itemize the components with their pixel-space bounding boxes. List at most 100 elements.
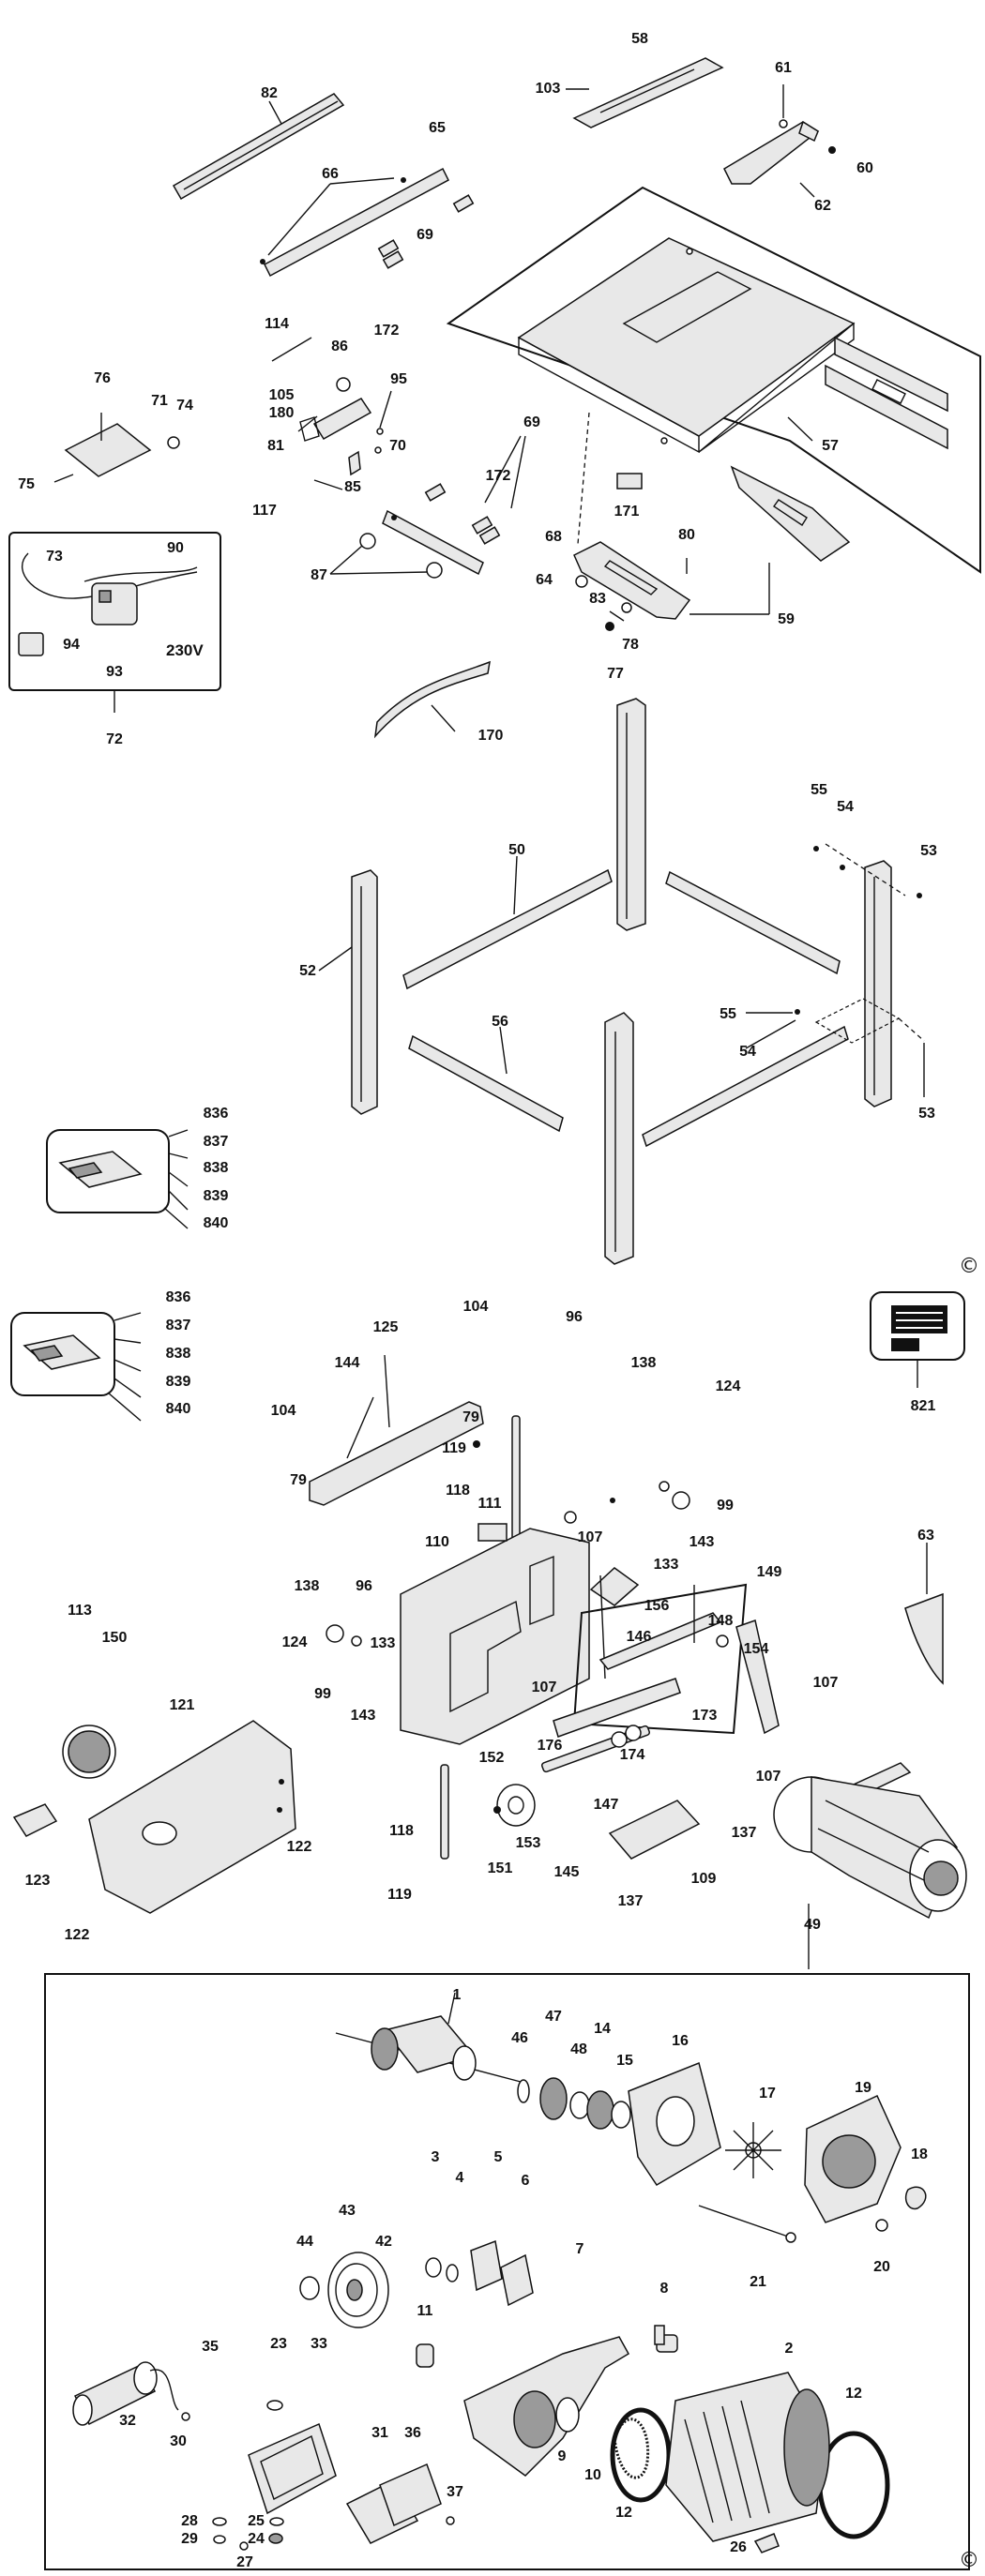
callout-32: 32: [119, 2413, 136, 2429]
callout-73: 73: [46, 549, 63, 565]
callout-29: 29: [181, 2531, 198, 2547]
callout-118b: 118: [389, 1823, 414, 1839]
part-110-plate: [400, 1528, 590, 1745]
callout-70: 70: [389, 438, 406, 454]
callout-133b: 133: [370, 1635, 396, 1651]
callout-156: 156: [644, 1598, 670, 1614]
callout-46: 46: [511, 2030, 528, 2046]
callout-7: 7: [575, 2241, 584, 2257]
part-70-rail: [382, 509, 484, 576]
callout-53a: 53: [920, 843, 937, 859]
callout-124a: 124: [715, 1378, 741, 1394]
callout-86: 86: [331, 339, 348, 354]
callout-27: 27: [236, 2554, 253, 2570]
callout-58: 58: [631, 31, 648, 47]
callout-12a: 12: [615, 2505, 632, 2521]
motor-assembly: [773, 1762, 967, 1920]
callout-17: 17: [759, 2086, 776, 2101]
callout-60: 60: [856, 160, 873, 176]
callout-42: 42: [375, 2234, 392, 2250]
callout-55a: 55: [811, 782, 827, 798]
callout-119a: 119: [442, 1440, 466, 1456]
callout-53b: 53: [918, 1106, 935, 1122]
callout-840b: 840: [165, 1401, 191, 1417]
callout-81: 81: [267, 438, 284, 454]
callout-12b: 12: [845, 2386, 862, 2402]
callout-47: 47: [545, 2009, 562, 2025]
callout-137b: 137: [617, 1893, 644, 1909]
callout-9: 9: [557, 2448, 567, 2464]
callout-153: 153: [515, 1835, 541, 1851]
part-33-terminal-box: [248, 2422, 337, 2515]
callout-104a: 104: [462, 1299, 489, 1315]
part-94-part: [18, 632, 44, 656]
callout-122b: 122: [64, 1927, 90, 1943]
callout-56: 56: [492, 1014, 508, 1030]
callout-107c: 107: [531, 1680, 557, 1695]
callout-133a: 133: [653, 1557, 679, 1573]
callout-96b: 96: [356, 1578, 372, 1594]
part-68-rail: [573, 541, 691, 631]
callout-24: 24: [248, 2531, 265, 2547]
callout-64: 64: [536, 572, 553, 588]
callout-82: 82: [261, 85, 278, 101]
part-57-table-panel: [446, 186, 981, 574]
callout-172a: 172: [373, 323, 400, 339]
callout-152: 152: [478, 1750, 505, 1766]
part-82-extrusion: [172, 93, 345, 201]
callout-174: 174: [619, 1747, 645, 1763]
callout-113: 113: [68, 1603, 92, 1619]
callout-85: 85: [344, 479, 361, 495]
callout-54b: 54: [739, 1044, 756, 1060]
callout-111: 111: [477, 1496, 502, 1512]
callout-114: 114: [265, 316, 289, 332]
callout-104b: 104: [270, 1403, 296, 1419]
part-65-bar: [260, 167, 449, 278]
callout-836a: 836: [203, 1106, 229, 1122]
callout-11: 11: [417, 2303, 433, 2319]
callout-3: 3: [431, 2149, 440, 2165]
callout-83: 83: [589, 591, 606, 607]
callout-66: 66: [322, 166, 339, 182]
part-32-capacitor: [72, 2361, 179, 2426]
callout-118a: 118: [446, 1483, 470, 1499]
part-58-rail: [572, 57, 724, 128]
callout-150: 150: [101, 1630, 128, 1646]
part-59-rail: [730, 465, 851, 562]
callout-69b: 69: [523, 414, 540, 430]
callout-18: 18: [911, 2147, 928, 2162]
callout-836b: 836: [165, 1289, 191, 1305]
callout-138b: 138: [294, 1578, 320, 1594]
callout-838b: 838: [165, 1346, 191, 1362]
callout-72: 72: [106, 731, 123, 747]
callout-63: 63: [917, 1528, 934, 1544]
callout-71: 71: [151, 393, 168, 409]
callout-122a: 122: [286, 1839, 312, 1855]
part-109-plate: [608, 1800, 701, 1860]
callout-99a: 99: [717, 1498, 734, 1514]
part-62-fence: [723, 119, 836, 185]
callout-99b: 99: [314, 1686, 331, 1702]
callout-80: 80: [678, 527, 695, 543]
voltage-label: 230V: [166, 641, 204, 659]
callout-15: 15: [616, 2053, 633, 2069]
callout-147: 147: [593, 1797, 619, 1813]
callout-154: 154: [743, 1641, 769, 1657]
callout-78: 78: [622, 637, 639, 653]
part-17-fan: [725, 2122, 781, 2178]
callout-79b: 79: [290, 1472, 307, 1488]
copyright-mark-1: ©: [959, 1255, 979, 1278]
part-153-handwheel: [496, 1784, 536, 1827]
callout-20: 20: [873, 2259, 890, 2275]
callout-36: 36: [404, 2425, 421, 2441]
callout-109: 109: [690, 1871, 717, 1887]
part-171-label: [616, 473, 643, 490]
callout-59: 59: [778, 611, 795, 627]
callout-33: 33: [311, 2336, 327, 2352]
callout-8: 8: [659, 2281, 669, 2297]
callout-55b: 55: [720, 1006, 736, 1022]
callout-151: 151: [487, 1860, 513, 1876]
callout-75: 75: [18, 476, 35, 492]
callout-74: 74: [176, 398, 193, 414]
